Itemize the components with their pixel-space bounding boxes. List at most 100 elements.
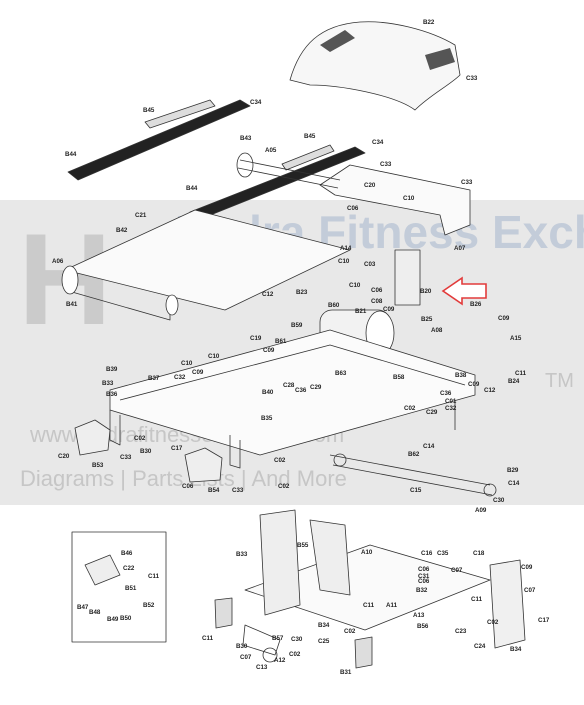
part-label: C14 xyxy=(508,480,520,487)
part-label: B52 xyxy=(143,602,155,609)
part-label: B26 xyxy=(470,301,482,308)
front-roller-pulley xyxy=(236,152,254,178)
part-label: B23 xyxy=(296,289,308,296)
side-rail-upper xyxy=(67,99,251,181)
part-label: B44 xyxy=(65,151,77,158)
part-label: B35 xyxy=(261,415,273,422)
part-label: B57 xyxy=(272,635,284,642)
part-label: C30 xyxy=(291,636,303,643)
part-label: B54 xyxy=(208,487,220,494)
part-label: C17 xyxy=(538,617,550,624)
rear-roller-cap xyxy=(165,294,179,316)
front-roller xyxy=(237,159,341,189)
part-label: B29 xyxy=(507,467,519,474)
incline-wheel xyxy=(262,647,278,663)
part-label: A13 xyxy=(413,612,425,619)
part-label: B30 xyxy=(236,643,248,650)
part-label: B50 xyxy=(120,615,132,622)
part-label: C07 xyxy=(240,654,252,661)
part-label: B40 xyxy=(262,389,274,396)
part-label: C07 xyxy=(0,0,12,2)
part-label: B42 xyxy=(116,227,128,234)
part-label: C10 xyxy=(349,282,361,289)
part-label: C09 xyxy=(383,306,395,313)
part-label: C22 xyxy=(123,565,135,572)
part-label: C33 xyxy=(461,179,473,186)
part-label: C09 xyxy=(192,369,204,376)
incline-axle xyxy=(329,454,493,496)
part-label: C06 xyxy=(182,483,194,490)
part-label: B25 xyxy=(421,316,433,323)
part-label: C06 xyxy=(418,578,430,585)
part-label: A05 xyxy=(265,147,277,154)
base-feet xyxy=(214,597,373,669)
part-label: B62 xyxy=(408,451,420,458)
part-label: C01 xyxy=(445,398,457,405)
part-label: C11 xyxy=(202,635,214,642)
part-label: C07 xyxy=(524,587,536,594)
part-label: C32 xyxy=(445,405,457,412)
part-label: C35 xyxy=(437,550,449,557)
part-label: B63 xyxy=(335,370,347,377)
part-label: A14 xyxy=(340,245,352,252)
part-label: A12 xyxy=(274,657,286,664)
lift-motor xyxy=(394,249,421,306)
watermark-tagline: Diagrams | Parts Lists | And More xyxy=(20,466,347,491)
part-label: C33 xyxy=(380,161,392,168)
part-label: B22 xyxy=(423,19,435,26)
part-label: C11 xyxy=(363,602,375,609)
part-label: C09 xyxy=(263,347,275,354)
part-label: B53 xyxy=(92,462,104,469)
foot-left xyxy=(74,419,111,456)
main-frame xyxy=(109,329,476,456)
part-label: C21 xyxy=(135,212,147,219)
part-label: C20 xyxy=(364,182,376,189)
part-label: C02 xyxy=(134,435,146,442)
part-label: C06 xyxy=(347,205,359,212)
part-label: C18 xyxy=(473,550,485,557)
part-label: C16 xyxy=(421,550,433,557)
highlight-arrow xyxy=(441,276,487,306)
part-label: B58 xyxy=(393,374,405,381)
part-label: C25 xyxy=(318,638,330,645)
part-label: C11 xyxy=(471,596,483,603)
part-label: B46 xyxy=(121,550,133,557)
part-label: C09 xyxy=(498,315,510,322)
part-label: B34 xyxy=(318,622,330,629)
part-label: C02 xyxy=(404,405,416,412)
part-label: B36 xyxy=(106,391,118,398)
part-label: C20 xyxy=(58,453,70,460)
part-label: C09 xyxy=(521,564,533,571)
part-label: B45 xyxy=(143,107,155,114)
side-cover-right xyxy=(489,559,526,649)
part-label: C24 xyxy=(474,643,486,650)
part-label: C29 xyxy=(310,384,322,391)
part-label: B34 xyxy=(510,646,522,653)
part-label: B49 xyxy=(107,616,119,623)
wheel-right xyxy=(483,483,497,497)
diagram-artwork xyxy=(61,21,526,669)
watermark-trademark: TM xyxy=(545,370,574,392)
part-label: C11 xyxy=(148,573,160,580)
part-label: B51 xyxy=(125,585,137,592)
part-label: C02 xyxy=(274,457,286,464)
part-label: C30 xyxy=(493,497,505,504)
part-label: B41 xyxy=(66,301,78,308)
part-label: C36 xyxy=(440,390,452,397)
part-label: C34 xyxy=(372,139,384,146)
part-label: C11 xyxy=(515,370,527,377)
part-label: C10 xyxy=(208,353,220,360)
part-label: C14 xyxy=(423,443,435,450)
upright-right xyxy=(309,519,351,596)
part-label: B33 xyxy=(102,380,114,387)
part-label: C15 xyxy=(410,487,422,494)
part-label: C10 xyxy=(181,360,193,367)
part-label: B61 xyxy=(275,338,287,345)
part-label: B38 xyxy=(455,372,467,379)
part-label: B59 xyxy=(291,322,303,329)
part-label: C19 xyxy=(250,335,262,342)
incline-bracket xyxy=(242,624,281,656)
part-label: B44 xyxy=(186,185,198,192)
rail-caps xyxy=(144,99,335,171)
